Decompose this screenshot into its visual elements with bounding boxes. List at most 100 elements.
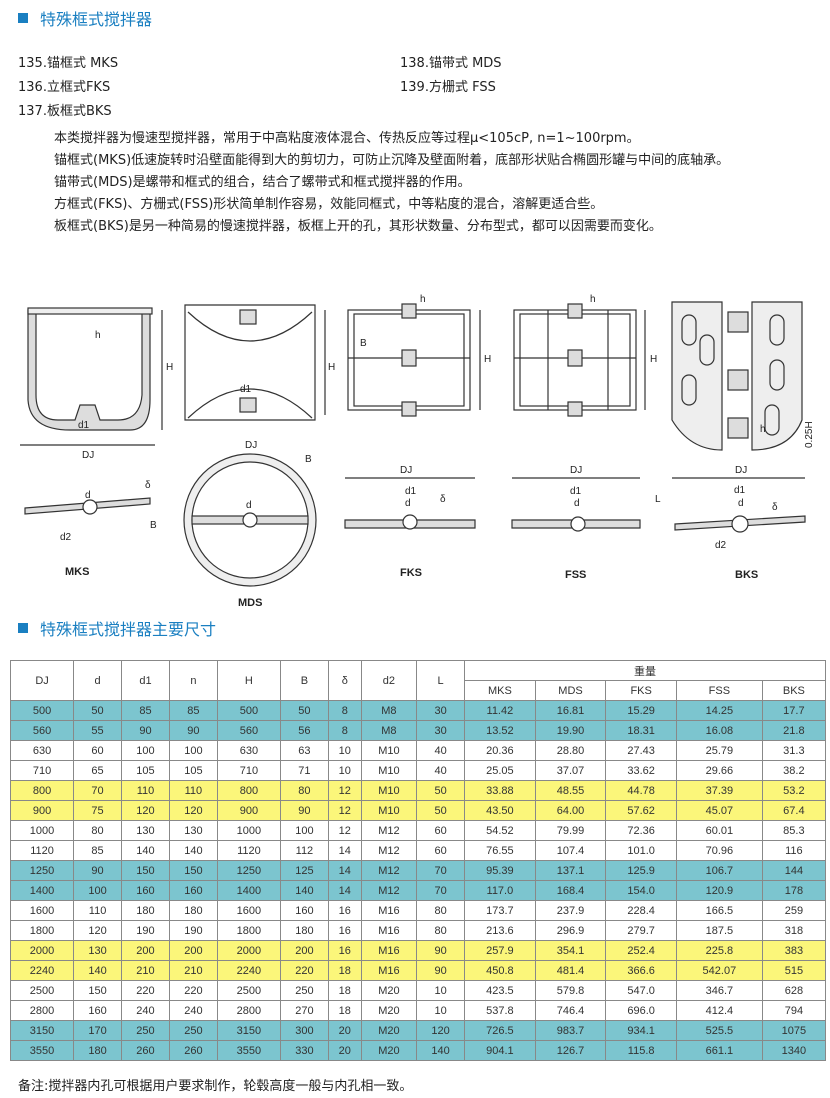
dim-label: d2 bbox=[715, 540, 727, 551]
table-cell: 140 bbox=[121, 840, 170, 861]
table-cell: 2240 bbox=[216, 960, 281, 981]
table-cell: 60 bbox=[416, 840, 466, 861]
table-cell: 50 bbox=[279, 700, 329, 721]
table-cell: 130 bbox=[168, 820, 218, 841]
column-header: d2 bbox=[360, 660, 418, 701]
table-cell: 14 bbox=[327, 840, 362, 861]
mks-drawing: H h d1 DJ d δ B d2 MKS bbox=[20, 307, 173, 578]
figure-name: MDS bbox=[238, 597, 262, 609]
model-item: 135.锚框式 MKS bbox=[18, 56, 119, 71]
table-cell: 110 bbox=[168, 780, 218, 801]
table-cell: 8 bbox=[327, 700, 362, 721]
table-cell: 55 bbox=[73, 720, 123, 741]
table-cell: 481.4 bbox=[534, 960, 607, 981]
dim-label: 0.25H bbox=[804, 421, 815, 448]
table-cell: 12 bbox=[327, 780, 362, 801]
table-cell: 71 bbox=[279, 760, 329, 781]
table-cell: 85 bbox=[121, 700, 170, 721]
table-cell: 19.90 bbox=[534, 720, 607, 741]
table-cell: 228.4 bbox=[605, 900, 677, 921]
dim-label: H bbox=[650, 354, 657, 365]
table-cell: 250 bbox=[121, 1020, 170, 1041]
dim-label: d1 bbox=[405, 486, 417, 497]
dim-label: d bbox=[574, 498, 580, 509]
dim-label: DJ bbox=[570, 465, 582, 476]
table-cell: 2500 bbox=[216, 980, 281, 1001]
table-cell: 1600 bbox=[9, 900, 75, 921]
dim-label: B bbox=[360, 338, 367, 349]
table-cell: 130 bbox=[73, 940, 123, 961]
table-cell: 318 bbox=[761, 920, 827, 941]
table-cell: 140 bbox=[279, 880, 329, 901]
table-cell: 15.29 bbox=[605, 700, 677, 721]
table-cell: 210 bbox=[168, 960, 218, 981]
dim-label: DJ bbox=[735, 465, 747, 476]
footnote: 备注:搅拌器内孔可根据用户要求制作，轮毂高度一般与内孔相一致。 bbox=[18, 1079, 413, 1094]
table-cell: 150 bbox=[121, 860, 170, 881]
table-cell: 100 bbox=[279, 820, 329, 841]
table-cell: M10 bbox=[360, 740, 418, 761]
column-header: H bbox=[216, 660, 281, 701]
table-cell: 537.8 bbox=[464, 1000, 536, 1021]
table-cell: 160 bbox=[121, 880, 170, 901]
table-cell: 560 bbox=[9, 720, 75, 741]
description: 本类搅拌器为慢速型搅拌器，常用于中高粘度液体混合、传热反应等过程μ<105cP,… bbox=[18, 128, 818, 238]
table-cell: 450.8 bbox=[464, 960, 536, 981]
table-cell: 120 bbox=[416, 1020, 466, 1041]
table-cell: 29.66 bbox=[675, 760, 763, 781]
table-cell: 8 bbox=[327, 720, 362, 741]
table-cell: 160 bbox=[279, 900, 329, 921]
table-cell: 120 bbox=[121, 800, 170, 821]
dim-label: B bbox=[305, 454, 312, 465]
column-header: δ bbox=[327, 660, 362, 701]
table-cell: 2000 bbox=[9, 940, 75, 961]
table-cell: 50 bbox=[73, 700, 123, 721]
table-cell: 30 bbox=[416, 720, 466, 741]
table-cell: 412.4 bbox=[675, 1000, 763, 1021]
table-cell: 72.36 bbox=[605, 820, 677, 841]
table-cell: 1400 bbox=[9, 880, 75, 901]
table-cell: 17.7 bbox=[761, 700, 827, 721]
table-cell: 330 bbox=[279, 1040, 329, 1061]
table-cell: 560 bbox=[216, 720, 281, 741]
table-cell: 27.43 bbox=[605, 740, 677, 761]
table-cell: 710 bbox=[9, 760, 75, 781]
table-cell: 67.4 bbox=[761, 800, 827, 821]
paragraph: 方框式(FKS)、方栅式(FSS)形状简单制作容易，效能同框式，中等粘度的混合，… bbox=[54, 197, 604, 212]
table-cell: 178 bbox=[761, 880, 827, 901]
table-cell: 144 bbox=[761, 860, 827, 881]
table-cell: 628 bbox=[761, 980, 827, 1001]
table-cell: 237.9 bbox=[534, 900, 607, 921]
table-cell: 240 bbox=[121, 1000, 170, 1021]
column-header: B bbox=[279, 660, 329, 701]
table-cell: 200 bbox=[121, 940, 170, 961]
table-cell: 76.55 bbox=[464, 840, 536, 861]
table-cell: 63 bbox=[279, 740, 329, 761]
table-cell: 579.8 bbox=[534, 980, 607, 1001]
table-cell: 18 bbox=[327, 1000, 362, 1021]
table-cell: 630 bbox=[216, 740, 281, 761]
heading-square-icon bbox=[18, 13, 28, 23]
table-cell: 16 bbox=[327, 940, 362, 961]
table-cell: 54.52 bbox=[464, 820, 536, 841]
dim-label: H bbox=[484, 354, 491, 365]
table-cell: 25.79 bbox=[675, 740, 763, 761]
section-title: 特殊框式搅拌器 bbox=[40, 10, 153, 29]
dim-label: d bbox=[405, 498, 411, 509]
dim-label: d2 bbox=[60, 532, 72, 543]
table-cell: 180 bbox=[73, 1040, 123, 1061]
table-cell: 18 bbox=[327, 980, 362, 1001]
table-cell: 160 bbox=[73, 1000, 123, 1021]
figure-name: FSS bbox=[565, 569, 586, 581]
table-cell: 43.50 bbox=[464, 800, 536, 821]
table-cell: 80 bbox=[416, 900, 466, 921]
table-cell: 10 bbox=[416, 1000, 466, 1021]
table-cell: 21.8 bbox=[761, 720, 827, 741]
table-cell: 50 bbox=[416, 800, 466, 821]
dim-label: d1 bbox=[78, 420, 90, 431]
